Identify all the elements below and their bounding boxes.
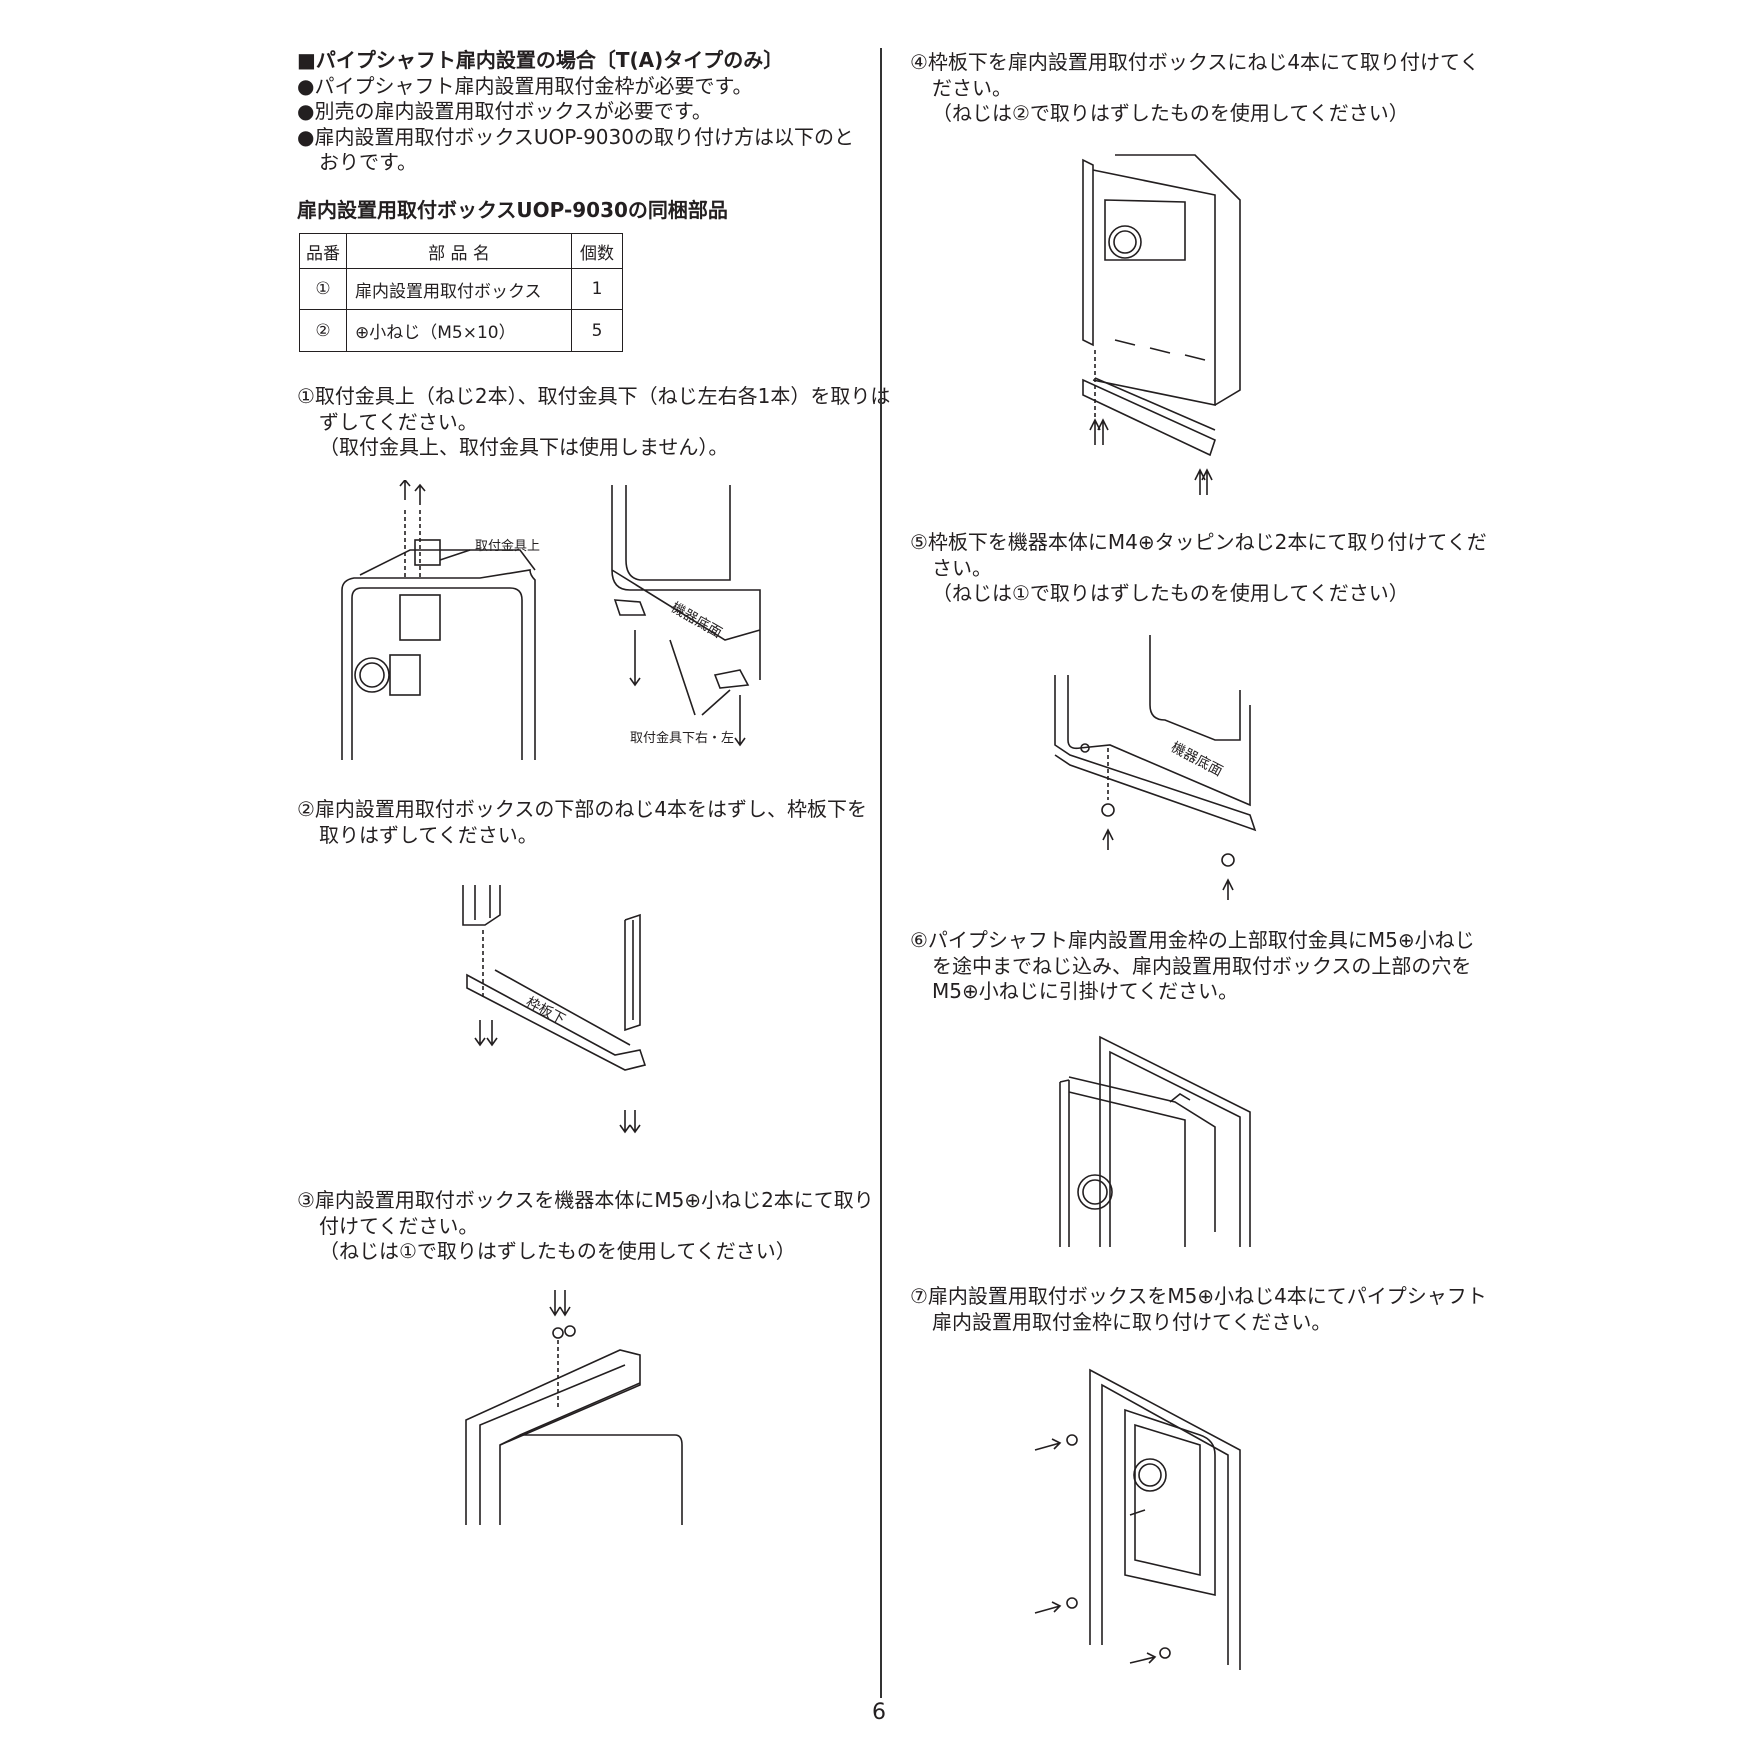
step-text: 付けてください。 (319, 1213, 479, 1238)
figure-step-4 (1082, 154, 1241, 495)
cell: ① (299, 268, 347, 310)
step-1: ①取付金具上（ねじ2本）、取付金具下（ねじ左右各1本）を取りは ずしてください。… (297, 384, 890, 461)
step-text: さい。 (932, 555, 992, 580)
bullet: ●パイプシャフト扉内設置用取付金枠が必要です。 (297, 73, 753, 98)
figure-step-1: 取付金具上 機器底面 取付金具下右・左 (341, 480, 761, 760)
cell: 扉内設置用取付ボックス (346, 268, 572, 310)
parts-title: 扉内設置用取付ボックスUOP-9030の同梱部品 (297, 198, 728, 222)
step-note: （ねじは①で取りはずしたものを使用してください） (319, 1239, 796, 1263)
figure-step-3 (465, 1290, 683, 1525)
cell: 5 (571, 309, 623, 352)
label-top-bracket: 取付金具上 (475, 538, 540, 554)
header-cell: 個数 (571, 233, 623, 269)
label-bottom-bracket: 取付金具下右・左 (630, 730, 734, 746)
table-row: ① 扉内設置用取付ボックス 1 (299, 268, 623, 310)
parts-table: 品番 部 品 名 個数 ① 扉内設置用取付ボックス 1 ② ⊕小ねじ（M5×10… (299, 233, 623, 352)
step-text: M5⊕小ねじに引掛けてください。 (932, 979, 1239, 1003)
bullet: ●扉内設置用取付ボックスUOP-9030の取り付け方は以下のと (297, 124, 854, 149)
step-text: ①取付金具上（ねじ2本）、取付金具下（ねじ左右各1本）を取りは (297, 384, 891, 408)
step-text: ⑦扉内設置用取付ボックスをM5⊕小ねじ4本にてパイプシャフト (910, 1284, 1487, 1308)
step-text: 取りはずしてください。 (319, 822, 538, 847)
header-cell: 部 品 名 (346, 233, 572, 269)
figure-step-2: 枠板下 (462, 885, 647, 1134)
step-4: ④枠板下を扉内設置用取付ボックスにねじ4本にて取り付けてく ださい。 （ねじは②… (910, 50, 1479, 127)
page-number: 6 (872, 1700, 886, 1725)
step-5: ⑤枠板下を機器本体にM4⊕タッピンねじ2本にて取り付けてくだ さい。 （ねじは①… (910, 530, 1487, 607)
step-text: を途中までねじ込み、扉内設置用取付ボックスの上部の穴を (932, 953, 1472, 978)
step-3: ③扉内設置用取付ボックスを機器本体にM5⊕小ねじ2本にて取り 付けてください。 … (297, 1188, 874, 1265)
cell: ② (299, 309, 347, 352)
table-row: ② ⊕小ねじ（M5×10） 5 (299, 309, 623, 352)
step-2: ②扉内設置用取付ボックスの下部のねじ4本をはずし、枠板下を 取りはずしてください… (297, 797, 867, 848)
step-text: ⑤枠板下を機器本体にM4⊕タッピンねじ2本にて取り付けてくだ (910, 530, 1487, 554)
label-bottom-face: 機器底面 (668, 600, 724, 642)
step-note: （取付金具上、取付金具下は使用しません）。 (319, 435, 729, 459)
step-text: ②扉内設置用取付ボックスの下部のねじ4本をはずし、枠板下を (297, 797, 868, 821)
cell: ⊕小ねじ（M5×10） (346, 309, 572, 352)
step-text: ④枠板下を扉内設置用取付ボックスにねじ4本にて取り付けてく (910, 50, 1480, 74)
step-text: ⑥パイプシャフト扉内設置用金枠の上部取付金具にM5⊕小ねじ (910, 928, 1475, 952)
header-cell: 品番 (299, 233, 347, 269)
step-text: ずしてください。 (319, 409, 478, 434)
label-frame-plate: 枠板下 (523, 994, 568, 1028)
figure-step-5: 機器底面 (1054, 635, 1257, 900)
table-header-row: 品番 部 品 名 個数 (299, 233, 623, 269)
intro-section: ■パイプシャフト扉内設置の場合〔T(A)タイプのみ〕 ●パイプシャフト扉内設置用… (297, 48, 854, 176)
figure-step-7 (1034, 1368, 1241, 1670)
step-text: 扉内設置用取付金枠に取り付けてください。 (932, 1309, 1332, 1334)
bullet-continued: おりです。 (319, 150, 417, 174)
section-heading: ■パイプシャフト扉内設置の場合〔T(A)タイプのみ〕 (297, 48, 784, 72)
step-6: ⑥パイプシャフト扉内設置用金枠の上部取付金具にM5⊕小ねじ を途中までねじ込み、… (910, 928, 1475, 1005)
step-text: ③扉内設置用取付ボックスを機器本体にM5⊕小ねじ2本にて取り (297, 1188, 874, 1212)
step-note: （ねじは②で取りはずしたものを使用してください） (932, 101, 1409, 125)
column-divider (880, 48, 882, 1698)
step-note: （ねじは①で取りはずしたものを使用してください） (932, 581, 1409, 605)
step-text: ださい。 (932, 75, 1012, 100)
cell: 1 (571, 268, 623, 310)
figure-step-6 (1059, 1035, 1251, 1247)
bullet: ●別売の扉内設置用取付ボックスが必要です。 (297, 99, 712, 123)
step-7: ⑦扉内設置用取付ボックスをM5⊕小ねじ4本にてパイプシャフト 扉内設置用取付金枠… (910, 1284, 1487, 1335)
